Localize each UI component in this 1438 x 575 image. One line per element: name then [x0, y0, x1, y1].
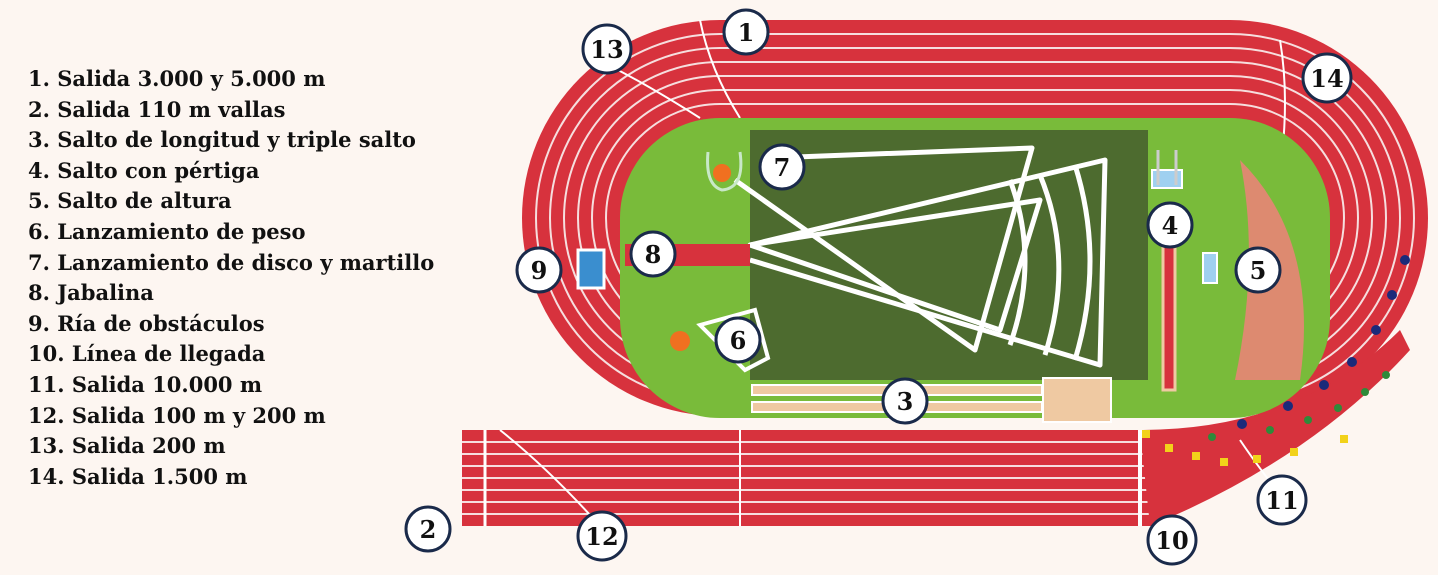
- legend-item-13: 13. Salida 200 m: [28, 433, 226, 459]
- svg-text:1: 1: [738, 18, 755, 47]
- svg-text:11: 11: [1265, 486, 1298, 515]
- svg-text:4: 4: [1162, 211, 1179, 240]
- callout-10: 10: [1146, 514, 1198, 566]
- legend-item-11: 11. Salida 10.000 m: [28, 371, 263, 397]
- callout-6: 6: [714, 316, 762, 364]
- svg-text:2: 2: [420, 515, 437, 544]
- throwing-sectors: [733, 145, 1108, 368]
- callout-2: 2: [404, 505, 452, 553]
- high-jump-bar: [1202, 252, 1218, 284]
- svg-text:9: 9: [531, 256, 548, 285]
- callout-9: 9: [515, 246, 563, 294]
- svg-text:7: 7: [774, 153, 791, 182]
- water-jump: [576, 248, 606, 290]
- svg-text:6: 6: [730, 326, 747, 355]
- legend-item-14: 14. Salida 1.500 m: [28, 463, 248, 489]
- legend-item-10: 10. Línea de llegada: [28, 341, 266, 367]
- callout-7: 7: [758, 143, 806, 191]
- legend-item-4: 4. Salto con pértiga: [28, 157, 260, 183]
- callout-4: 4: [1146, 201, 1194, 249]
- svg-text:5: 5: [1250, 256, 1267, 285]
- legend-item-2: 2. Salida 110 m vallas: [28, 96, 286, 122]
- legend-item-1: 1. Salida 3.000 y 5.000 m: [28, 66, 326, 91]
- svg-text:14: 14: [1310, 64, 1343, 93]
- home-straight-lane-lines: [462, 441, 1162, 515]
- svg-text:8: 8: [645, 240, 662, 269]
- legend-item-12: 12. Salida 100 m y 200 m: [28, 402, 326, 428]
- callout-13: 13: [581, 23, 633, 75]
- legend-item-7: 7. Lanzamiento de disco y martillo: [28, 249, 435, 275]
- discus-hammer-cage: [706, 151, 743, 192]
- callout-11: 11: [1256, 474, 1308, 526]
- legend-item-5: 5. Salto de altura: [28, 188, 232, 214]
- home-straight-curve: [1140, 330, 1410, 526]
- callout-1: 1: [722, 8, 770, 56]
- svg-text:3: 3: [897, 387, 914, 416]
- legend-item-3: 3. Salto de longitud y triple salto: [28, 127, 416, 153]
- callout-5: 5: [1234, 246, 1282, 294]
- svg-text:10: 10: [1155, 526, 1188, 555]
- callout-12: 12: [576, 510, 628, 562]
- legend-item-8: 8. Jabalina: [28, 280, 154, 306]
- callout-3: 3: [881, 377, 929, 425]
- legend-item-9: 9. Ría de obstáculos: [28, 310, 265, 336]
- legend-item-6: 6. Lanzamiento de peso: [28, 218, 306, 244]
- svg-text:13: 13: [590, 35, 623, 64]
- callout-14: 14: [1301, 52, 1353, 104]
- callout-8: 8: [629, 230, 677, 278]
- svg-text:12: 12: [585, 522, 618, 551]
- start-markers: [1142, 255, 1410, 466]
- legend-list: 1. Salida 3.000 y 5.000 m 2. Salida 110 …: [28, 64, 434, 492]
